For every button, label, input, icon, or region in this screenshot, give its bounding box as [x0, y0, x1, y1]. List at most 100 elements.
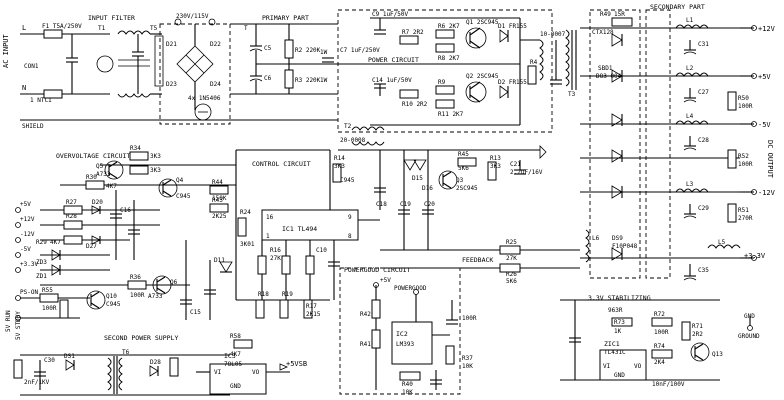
line-label: L [22, 24, 26, 32]
ctx-label: CTX128 [592, 29, 614, 36]
c29-label: C29 [698, 205, 709, 212]
l6-label: L6 [592, 235, 600, 242]
transistor-q10 [86, 290, 106, 310]
ic3-label: IC3 [224, 352, 236, 360]
r11-label: R11 2K7 [438, 111, 464, 118]
r13-val-label: 3K3 [490, 163, 501, 170]
r37-val-label: 10K [462, 363, 473, 370]
sbd-val-label: D83-004 [596, 73, 622, 80]
r58-label: R58 [230, 333, 241, 340]
t-label: T [244, 25, 248, 32]
zic1-part-label: TL431C [604, 349, 626, 356]
c16-label: C16 [120, 207, 131, 214]
pin-ps-on-label: PS-ON [20, 289, 38, 296]
transistor-q4 [158, 178, 178, 198]
transistor-q5 [104, 160, 124, 180]
r43-val-label: 2K25 [212, 213, 227, 220]
power-circuit-title: POWER CIRCUIT [368, 56, 419, 64]
c15-label: C15 [190, 309, 201, 316]
w1-label: 1W [320, 49, 328, 56]
output-m12-label: -12V [758, 189, 776, 197]
c30-val-label: 2nF/1KV [24, 379, 50, 386]
zic1-vo-label: VO [634, 363, 642, 370]
q10-label: Q10 [106, 293, 117, 300]
r58-val-label: 4K7 [230, 351, 241, 358]
ic3-vi-label: VI [214, 369, 222, 376]
ic1-pin8: 8 [348, 233, 352, 240]
pg-p5v-label: +5V [380, 277, 391, 284]
r19-label: R19 [282, 291, 293, 298]
shield-label: SHIELD [22, 123, 44, 130]
r29-label: R29 [36, 239, 47, 246]
r36-label: R36 [130, 274, 141, 281]
c19-label: C19 [400, 201, 411, 208]
zd3-label: ZD3 [36, 259, 47, 266]
c28-label: C28 [698, 137, 709, 144]
bridge-switch-symbol [194, 103, 212, 121]
r3-label: R3 220K [295, 77, 321, 84]
primary-part-title: PRIMARY PART [262, 14, 309, 22]
r25-val-label: 27K [506, 255, 517, 262]
c10-label: C10 [316, 247, 327, 254]
r35-val-label: 3K3 [150, 167, 161, 174]
q4-label: Q4 [176, 177, 184, 184]
c7-label: C7 1uF/250V [340, 47, 380, 54]
r27-label: R27 [66, 199, 77, 206]
r26-val-label: 5K6 [506, 278, 517, 285]
powergood-circuit [339, 267, 461, 395]
secondary-shield-left [589, 9, 641, 279]
pin-p3v3-label: +3.3V [20, 261, 38, 268]
r45-val-label: 5K6 [458, 165, 469, 172]
q3-label: Q3 [456, 177, 464, 184]
r72-label: R72 [654, 311, 665, 318]
q10-val-label: C945 [106, 301, 121, 308]
q6-val-label: A733 [148, 293, 163, 300]
overvoltage-circuit-title: OVERVOLTAGE CIRCUIT [56, 152, 130, 160]
stabilizing-block [560, 299, 720, 381]
r4-label: R4 [530, 59, 538, 66]
r36-val-label: 100R [130, 292, 145, 299]
ds9-label: DS9 [612, 235, 623, 242]
c5-label: C5 [264, 45, 272, 52]
c4b-label: C945 [340, 177, 355, 184]
overvoltage-circuit [40, 151, 236, 320]
bridge-label: 4x 1N5406 [188, 95, 221, 102]
secondary-part [580, 17, 757, 331]
r20-label: 20-0008 [340, 137, 366, 144]
left-pins [15, 207, 21, 321]
transistor-q3 [438, 170, 458, 190]
t3-label: T3 [568, 91, 576, 98]
ntc1 [43, 89, 63, 99]
r72-val-label: 100R [654, 329, 669, 336]
r41-label: R41 [360, 341, 371, 348]
fuse-label: F1 T5A/250V [42, 23, 82, 30]
feedback-title: FEEDBACK [462, 256, 493, 264]
r74-label: R74 [654, 343, 665, 350]
control-circuit [235, 145, 547, 319]
c35-label: C35 [698, 267, 709, 274]
d28-label: D28 [150, 359, 161, 366]
c27-label: C27 [698, 89, 709, 96]
l5-label: L5 [718, 239, 726, 246]
r40-val-label: 10K [402, 389, 413, 396]
r28-label: R28 [66, 213, 77, 220]
r71-label: R71 [692, 323, 703, 330]
d11-label: D11 [214, 257, 225, 264]
q5-val-label: A733 [96, 171, 111, 178]
r31-label: 963R [608, 307, 623, 314]
c-stab-label: 10nF/100V [652, 381, 685, 388]
ic3-gnd-label: GND [230, 383, 241, 390]
r10-label: R10 2R2 [402, 101, 428, 108]
c30-label: C30 [44, 357, 55, 364]
ps-on-circuit [20, 290, 106, 319]
c20-label: C20 [424, 201, 435, 208]
d23-label: D23 [166, 81, 177, 88]
control-circuit-title: CONTROL CIRCUIT [252, 160, 311, 168]
ic1-pin16: 16 [266, 214, 274, 221]
r29-val-label: 4K7 [50, 239, 61, 246]
ic1-pin9: 9 [348, 214, 352, 221]
d21-label: D21 [166, 41, 177, 48]
output-m5-label: -5V [758, 121, 771, 129]
r73-val-label: 1K [614, 328, 622, 335]
r50-label: R50 [738, 95, 749, 102]
